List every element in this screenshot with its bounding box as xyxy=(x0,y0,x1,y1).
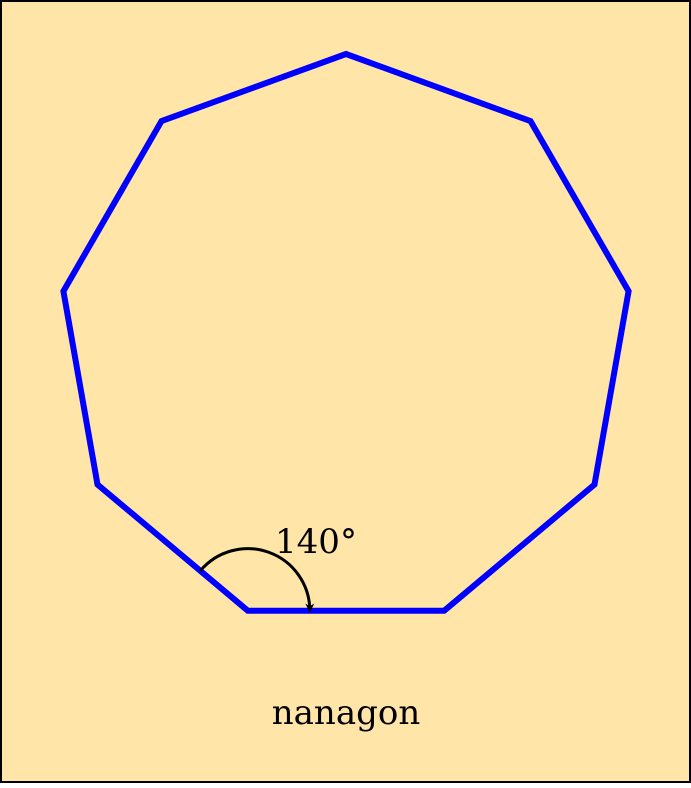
nonagon-outline xyxy=(60,50,632,614)
interior-angle-arc xyxy=(199,547,315,613)
interior-angle-label: 140° xyxy=(275,522,357,562)
shape-caption: nanagon xyxy=(272,693,420,733)
